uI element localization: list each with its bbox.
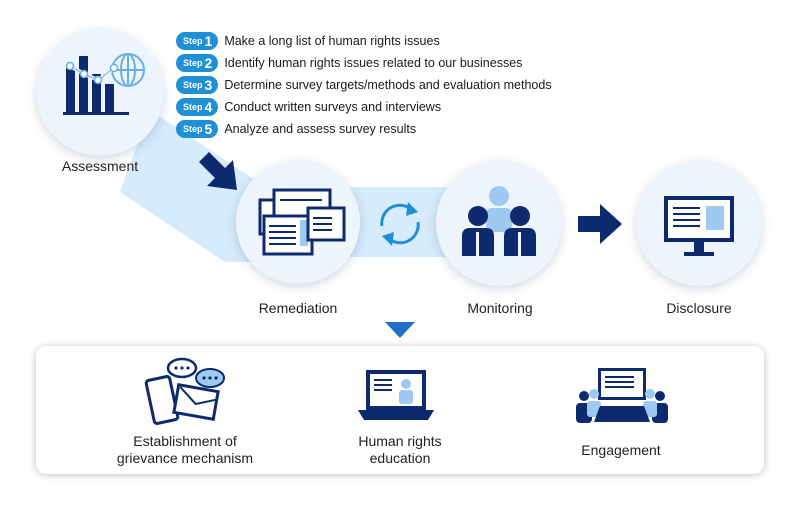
assessment-circle — [36, 28, 164, 156]
meeting-icon — [576, 368, 668, 423]
step-text: Analyze and assess survey results — [224, 122, 417, 136]
grievance-label: Establishment of grievance mechanism — [116, 433, 254, 466]
step-text: Make a long list of human rights issues — [224, 34, 440, 48]
right-arrow-icon — [578, 204, 622, 244]
education-label: Human rights education — [358, 433, 442, 466]
monitoring-label: Monitoring — [467, 300, 533, 316]
people-icon — [462, 186, 536, 256]
disclosure-circle — [636, 160, 762, 286]
disclosure-label: Disclosure — [666, 300, 732, 316]
remediation-label: Remediation — [258, 300, 338, 316]
bar-chart-globe-icon — [63, 53, 145, 115]
engagement-label: Engagement — [581, 442, 661, 458]
monitor-icon — [664, 196, 734, 256]
step-text: Identify human rights issues related to … — [224, 56, 523, 70]
step-text: Determine survey targets/methods and eva… — [224, 78, 552, 92]
chat-envelope-phone-icon — [144, 357, 225, 425]
activities-panel: Establishment of grievance mechanism Hum… — [36, 346, 764, 474]
step-text: Conduct written surveys and interviews — [224, 100, 442, 114]
cycle-arrows-icon — [380, 202, 420, 246]
laptop-teacher-icon — [358, 370, 434, 420]
down-right-arrow-icon — [199, 152, 237, 190]
remediation-circle — [236, 160, 360, 284]
down-triangle-icon — [385, 322, 415, 338]
documents-icon — [258, 188, 346, 256]
monitoring-circle — [436, 160, 562, 286]
assessment-label: Assessment — [61, 158, 139, 174]
